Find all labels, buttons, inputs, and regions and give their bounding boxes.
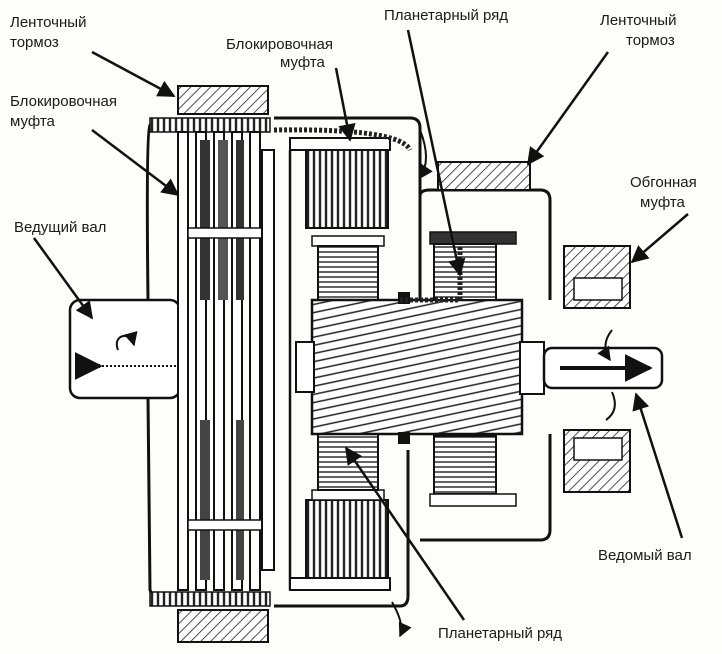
label-planetary-row-top: Планетарный ряд	[384, 7, 508, 24]
band-brake-left	[177, 85, 269, 643]
drive-shaft	[68, 298, 182, 400]
clutch-pack-center	[305, 149, 389, 579]
clutch-plates-left	[177, 131, 275, 591]
label-band-brake-right: Ленточный тормоз	[600, 12, 681, 49]
label-lockup-clutch-center: Блокировочная муфта	[226, 36, 337, 71]
label-lockup-clutch-left: Блокировочная муфта	[10, 93, 121, 130]
leader-lines	[32, 29, 689, 621]
label-drive-shaft: Ведущий вал	[14, 219, 106, 236]
driven-shaft	[519, 329, 664, 421]
label-planetary-row-bottom: Планетарный ряд	[438, 625, 562, 642]
label-band-brake-left: Ленточный тормоз	[10, 14, 91, 51]
band-brake-right	[437, 161, 531, 191]
label-driven-shaft: Ведомый вал	[598, 547, 692, 564]
central-shaft	[295, 292, 524, 444]
label-overrunning-clutch: Обгонная муфта	[630, 174, 701, 211]
drum-housing-left	[145, 117, 271, 607]
overrunning-clutch	[563, 245, 631, 493]
